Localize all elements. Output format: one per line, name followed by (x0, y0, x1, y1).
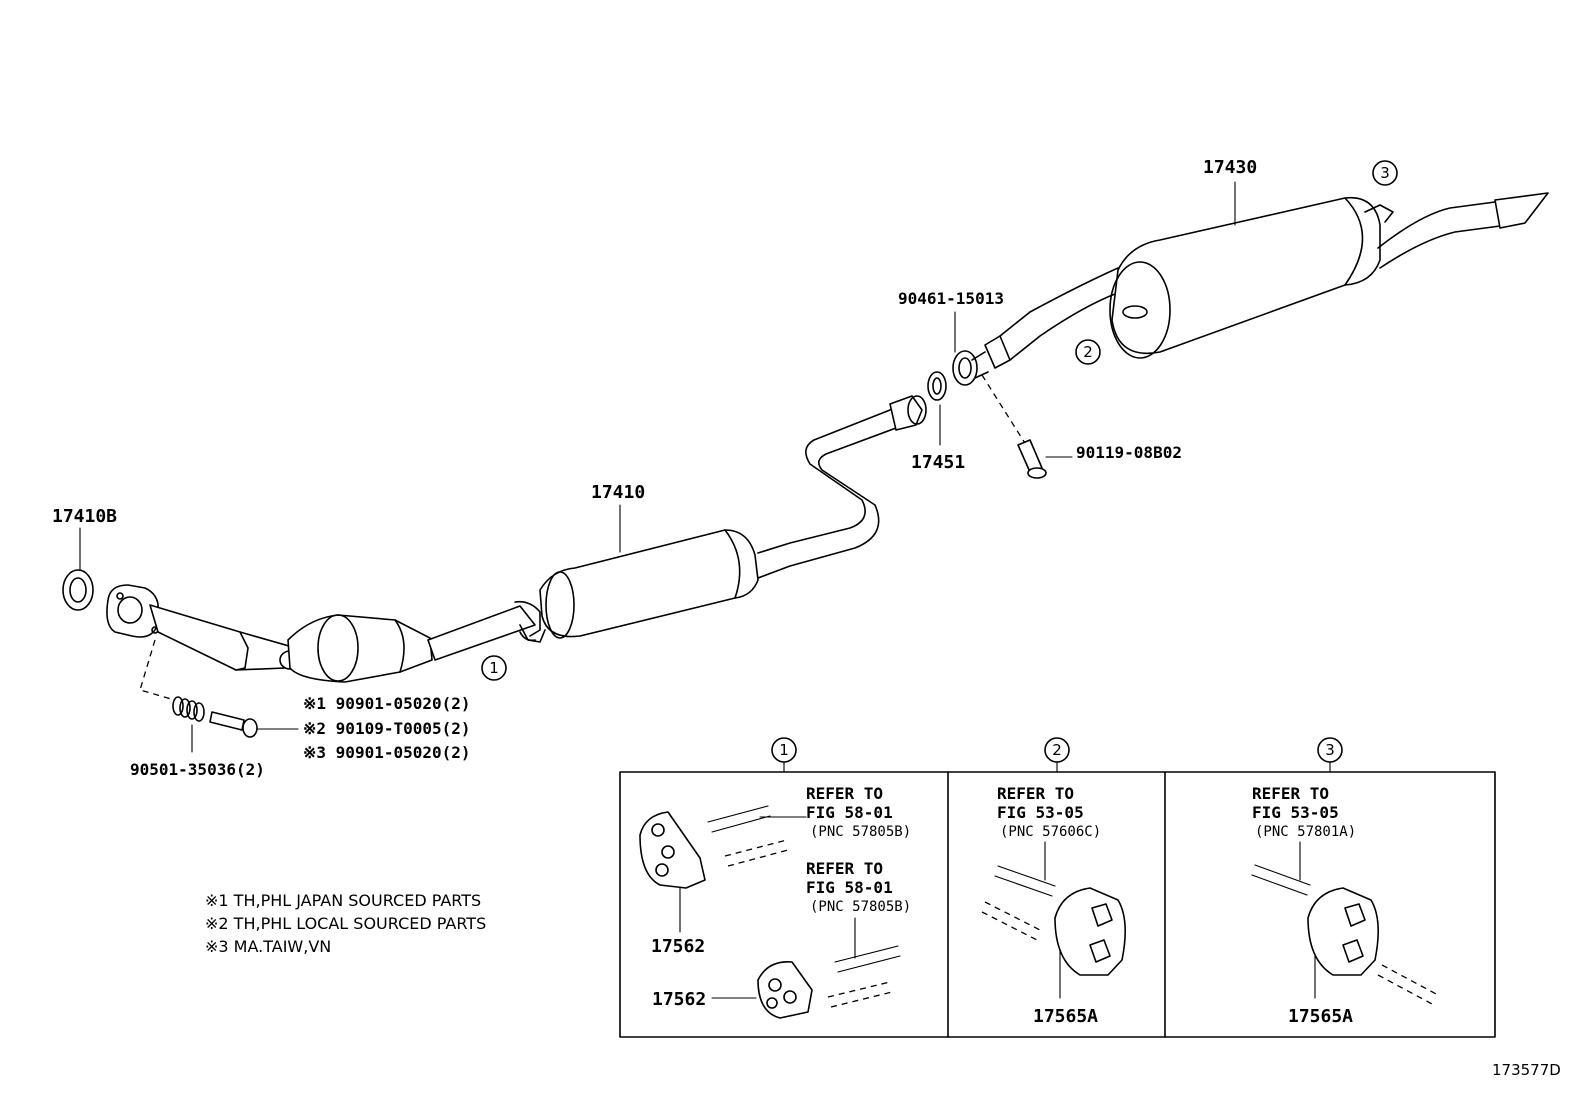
note-2: ※2 TH,PHL LOCAL SOURCED PARTS (205, 914, 486, 933)
detail-1-ref2-line1: REFER TO (806, 859, 883, 878)
main-muffler[interactable] (1109, 196, 1394, 359)
svg-text:2: 2 (1083, 343, 1093, 361)
note-3: ※3 MA.TAIW,VN (205, 937, 331, 956)
detail-3-hanger[interactable] (1307, 887, 1379, 976)
detail-1-ref2-line2: FIG 58-01 (806, 878, 893, 897)
detail-1-ref1-line2: FIG 58-01 (806, 803, 893, 822)
svg-text:3: 3 (1380, 164, 1390, 182)
svg-text:1: 1 (779, 741, 789, 759)
detail-3-ref-line2: FIG 53-05 (1252, 803, 1339, 822)
detail-2-rod-hidden (981, 901, 1041, 941)
detail-2-ref-line1: REFER TO (997, 784, 1074, 803)
bolt-dashline (981, 374, 1029, 449)
label-17451: 17451 (911, 452, 965, 473)
label-90501-35036: 90501-35036(2) (130, 760, 265, 779)
center-muffler[interactable] (539, 529, 759, 639)
detail-2-ref-line2: FIG 53-05 (997, 803, 1084, 822)
detail-1-rod-b (834, 945, 901, 973)
detail-1-hanger-b[interactable] (757, 961, 813, 1019)
label-bolt-1: ※1 90901-05020(2) (303, 694, 471, 713)
detail-2-part: 17565A (1033, 1006, 1098, 1027)
detail-2-hanger[interactable] (1054, 887, 1126, 976)
label-bolt-2: ※2 90109-T0005(2) (303, 719, 471, 738)
tail-pipe-outlet[interactable] (1377, 192, 1549, 269)
detail-3-header: 3 (1317, 737, 1343, 773)
catalytic-converter[interactable] (287, 614, 433, 683)
detail-1-ref2-line3: (PNC 57805B) (810, 899, 911, 915)
callout-circle-1: 1 (481, 655, 507, 681)
svg-text:2: 2 (1052, 741, 1062, 759)
detail-3-rod (1251, 864, 1311, 896)
detail-1-rod-a-hidden (724, 839, 789, 867)
svg-text:1: 1 (489, 659, 499, 677)
figure-id: 173577D (1492, 1061, 1561, 1079)
detail-2-header: 2 (1044, 737, 1070, 773)
front-pipe[interactable] (149, 604, 301, 671)
label-90119-08b02: 90119-08B02 (1076, 443, 1182, 462)
detail-1-ref1-line3: (PNC 57805B) (810, 824, 911, 840)
detail-3-part: 17565A (1288, 1006, 1353, 1027)
detail-1-rod-a (707, 805, 771, 833)
detail-3-ref-line3: (PNC 57801A) (1255, 824, 1356, 840)
front-flange[interactable] (106, 584, 160, 638)
spring-90501-35036[interactable] (172, 696, 205, 722)
detail-1-rod-b-hidden (827, 981, 893, 1008)
detail-1-part-b: 17562 (652, 989, 706, 1010)
label-17410: 17410 (591, 482, 645, 503)
flange-dashline (139, 639, 176, 701)
detail-1-header: 1 (771, 737, 797, 773)
svg-text:3: 3 (1325, 741, 1335, 759)
callout-circle-3: 3 (1372, 160, 1398, 186)
detail-1-ref1-line1: REFER TO (806, 784, 883, 803)
gasket-17410b[interactable] (62, 569, 94, 611)
label-bolt-3: ※3 90901-05020(2) (303, 743, 471, 762)
detail-1-part-a: 17562 (651, 936, 705, 957)
hanger-bracket (519, 631, 536, 642)
gasket-17451[interactable] (927, 371, 947, 401)
detail-2-ref-line3: (PNC 57606C) (1000, 824, 1101, 840)
detail-3-rod-hidden (1377, 964, 1439, 1006)
label-90461-15013: 90461-15013 (898, 289, 1004, 308)
s-bend-pipe[interactable] (757, 395, 927, 579)
detail-1-hanger-a[interactable] (639, 811, 706, 889)
callout-circle-2: 2 (1075, 339, 1101, 365)
detail-3-ref-line1: REFER TO (1252, 784, 1329, 803)
mid-pipe-front[interactable] (427, 600, 546, 661)
tail-pipe-inlet[interactable] (984, 267, 1121, 369)
detail-2-rod (994, 865, 1056, 897)
clamp-90461-15013[interactable] (952, 350, 989, 386)
label-17410b: 17410B (52, 506, 117, 527)
note-1: ※1 TH,PHL JAPAN SOURCED PARTS (205, 891, 481, 910)
bolt-90119-08b02[interactable] (1017, 439, 1047, 479)
label-17430: 17430 (1203, 157, 1257, 178)
flange-bolt[interactable] (209, 711, 258, 738)
